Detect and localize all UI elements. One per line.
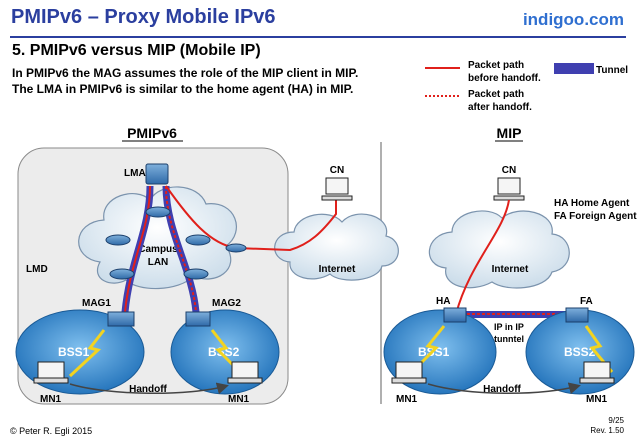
section-subtitle: 5. PMIPv6 versus MIP (Mobile IP) xyxy=(12,42,261,59)
pmip-mn-right-base xyxy=(227,377,263,384)
mag1-device xyxy=(107,311,135,327)
mip-ip-in-ip-tunnel xyxy=(462,311,570,318)
mip-mn-left-laptop xyxy=(395,361,423,379)
pmip-wireless-link-2 xyxy=(210,329,246,378)
mip-handoff-arrow xyxy=(427,382,581,395)
campus-lan-label-1: Campus xyxy=(138,244,178,255)
mag2-label: MAG2 xyxy=(212,298,241,309)
slide-title: PMIPv6 – Proxy Mobile IPv6 xyxy=(11,6,276,28)
pmip-wireless-link-1 xyxy=(68,329,106,378)
mip-path-before xyxy=(455,199,510,315)
page-info: 9/25 Rev. 1.50 xyxy=(590,416,624,436)
mag1-label: MAG1 xyxy=(82,298,111,309)
ha-fa-legend-1: HA Home Agent xyxy=(554,198,630,209)
mip-mn-left-base xyxy=(391,377,427,384)
site-logo-text: indigoo.com xyxy=(522,10,624,29)
pmip-cn-base xyxy=(321,195,353,201)
mip-handoff-label: Handoff xyxy=(483,384,521,395)
campus-router-bottom-left xyxy=(109,268,135,280)
lma-label: LMA xyxy=(124,168,146,179)
pmip-mn-left-laptop xyxy=(37,361,65,379)
legend-tunnel-text: Tunnel xyxy=(596,65,629,76)
mip-mn1-left-label: MN1 xyxy=(396,394,418,405)
mip-cn-base xyxy=(493,195,525,201)
pmip-bss1-label: BSS1 xyxy=(58,345,90,359)
pmip-cn-monitor xyxy=(325,177,349,195)
mip-cn-label: CN xyxy=(502,165,516,176)
ip-in-ip-label-1: IP in IP xyxy=(494,322,524,332)
campus-lan-cloud xyxy=(78,186,237,290)
copyright: © Peter R. Egli 2015 xyxy=(10,426,93,436)
revision: Rev. 1.50 xyxy=(590,426,624,435)
pmip-mn-left-base xyxy=(33,377,69,384)
ha-label: HA xyxy=(436,296,450,307)
pmip-mn1-right-label: MN1 xyxy=(228,394,250,405)
pmip-mn-right-laptop xyxy=(231,361,259,379)
campus-router-top xyxy=(145,206,171,218)
mip-wireless-link-2 xyxy=(584,325,614,373)
pmip-path-before xyxy=(124,185,151,313)
ip-in-ip-label-2: tunntel xyxy=(494,334,524,344)
campus-router-right xyxy=(185,234,211,246)
page-number: 9/25 xyxy=(608,416,624,425)
mip-heading: MIP xyxy=(497,125,522,141)
lmd-label: LMD xyxy=(26,264,48,275)
pmip-mn1-left-label: MN1 xyxy=(40,394,62,405)
pmip-heading: PMIPv6 xyxy=(127,125,177,141)
mip-internet-cloud xyxy=(428,210,570,289)
mag2-device xyxy=(185,311,211,327)
header-divider xyxy=(10,36,626,38)
lma-device xyxy=(145,163,169,185)
mip-internet-label: Internet xyxy=(492,264,529,275)
mip-mn1-right-label: MN1 xyxy=(586,394,608,405)
campus-router-bottom-right xyxy=(183,268,209,280)
ha-fa-legend-2: FA Foreign Agent xyxy=(554,211,637,222)
pmip-handoff-arrow xyxy=(69,382,229,395)
mip-cn-monitor xyxy=(497,177,521,195)
pmip-cn-label: CN xyxy=(330,165,344,176)
description-line-2: The LMA in PMIPv6 is similar to the home… xyxy=(12,82,354,96)
fa-device xyxy=(565,307,589,323)
mip-mn-right-laptop xyxy=(583,361,611,379)
campus-lan-label-2: LAN xyxy=(148,257,169,268)
pmip-handoff-label: Handoff xyxy=(129,384,167,395)
legend-tunnel-swatch xyxy=(554,63,594,74)
campus-router-left xyxy=(105,234,131,246)
pmip-internet-cloud xyxy=(274,213,399,281)
fa-label: FA xyxy=(580,296,593,307)
pmip-internet-label: Internet xyxy=(319,264,356,275)
ha-device xyxy=(443,307,467,323)
description-line-1: In PMIPv6 the MAG assumes the role of th… xyxy=(12,66,359,80)
mip-mn-right-base xyxy=(579,377,615,384)
pmip-path-after xyxy=(165,185,197,313)
pmip-bss2-label: BSS2 xyxy=(208,345,240,359)
campus-edge-router xyxy=(225,243,247,253)
mip-bss2-label: BSS2 xyxy=(564,345,596,359)
